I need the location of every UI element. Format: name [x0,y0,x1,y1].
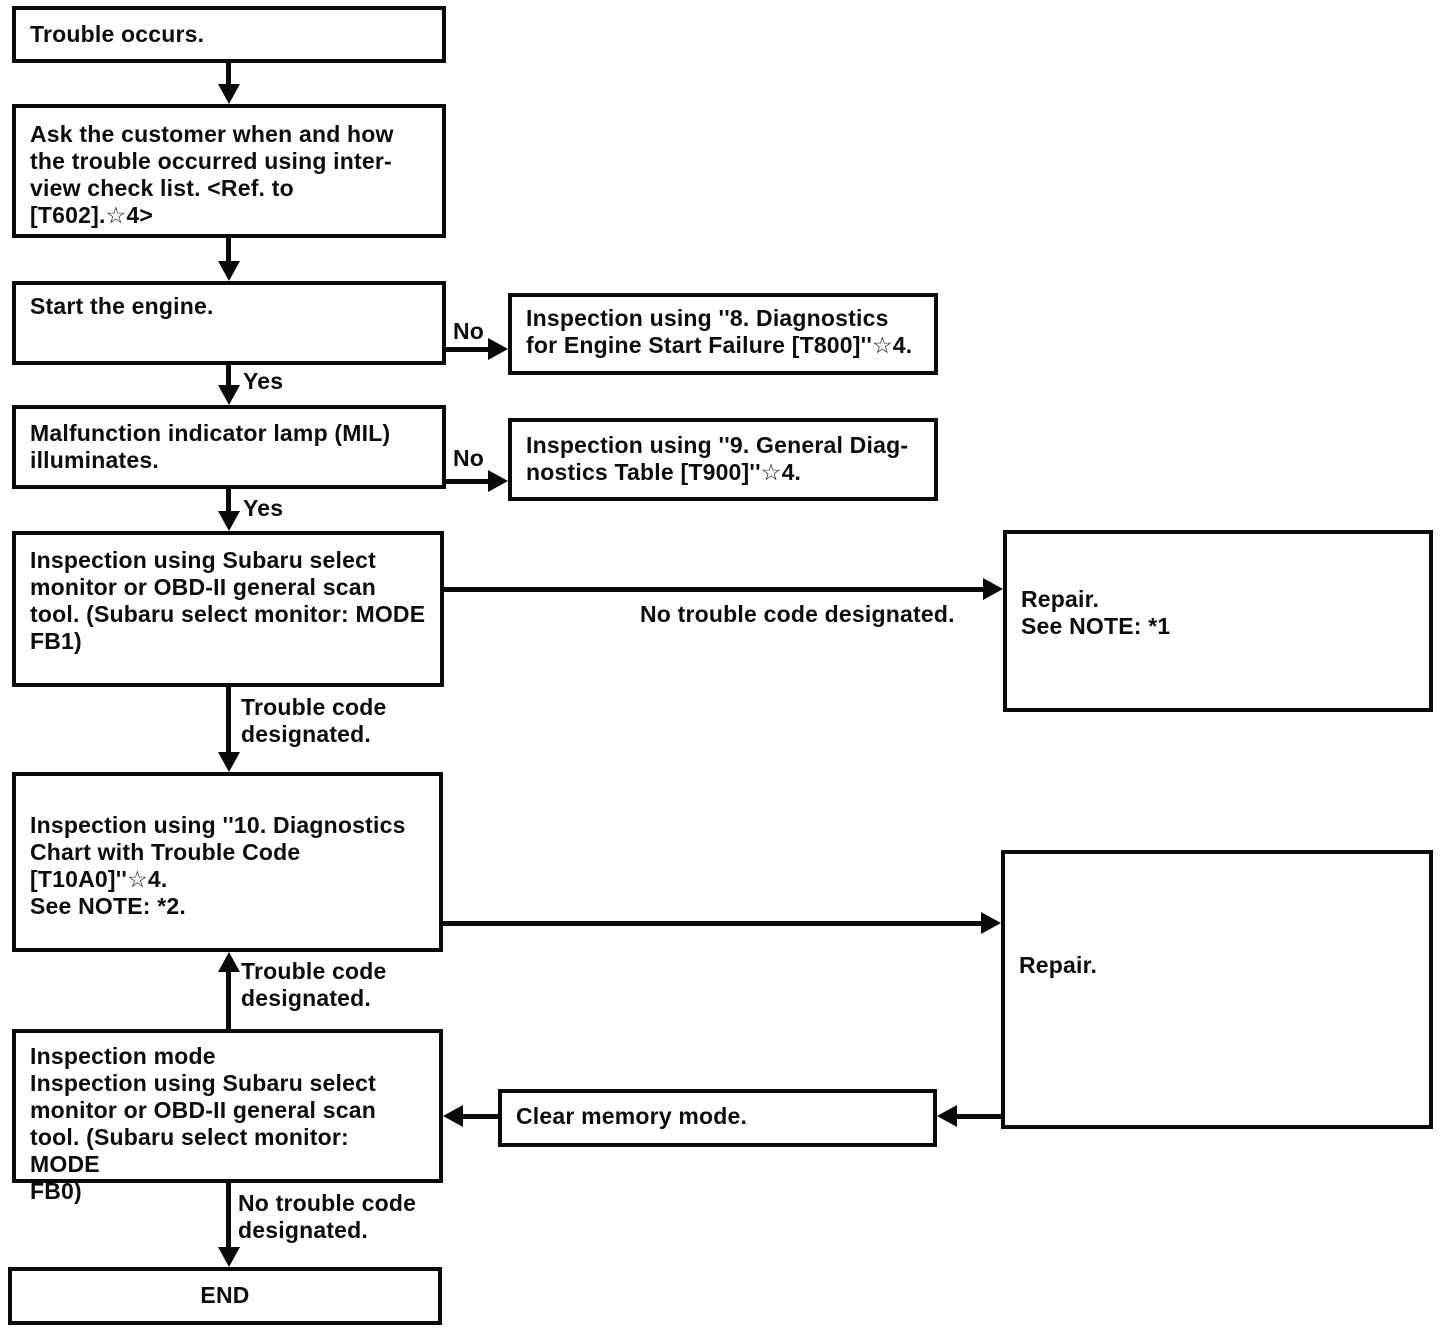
node-diagnostics-t900: Inspection using ''9. General Diag- nost… [508,418,938,501]
arrow-fb0-to-end-line [226,1183,231,1247]
node-ask-customer: Ask the customer when and how the troubl… [12,104,446,238]
node-mil-illuminates: Malfunction indicator lamp (MIL) illumin… [12,405,446,489]
edge-label-trouble-code-designated-down: Trouble code designated. [241,694,387,747]
node-inspection-mode-fb0: Inspection mode Inspection using Subaru … [12,1029,443,1204]
node-start-engine: Start the engine. [12,281,446,365]
arrow-fb1-to-repair1-head [983,578,1003,600]
edge-label-trouble-code-designated-up: Trouble code designated. [241,958,387,1011]
arrow-clear-to-fb0-head [443,1105,463,1127]
arrow-chart-to-repair-head [981,912,1001,934]
arrow-start-to-mil-line [226,365,231,385]
arrow-fb1-to-repair1-line [444,587,983,592]
node-end: END [8,1267,442,1325]
edge-label-yes-mil: Yes [243,495,284,521]
arrow-repair-to-clear-head [937,1105,957,1127]
node-inspection-select-monitor-fb1: Inspection using Subaru select monitor o… [12,531,444,687]
arrow-start-no-head [488,338,508,360]
arrow-repair-to-clear-line [957,1114,1001,1119]
arrow-trouble-to-ask-head [218,84,240,104]
node-repair: Repair. [1001,850,1433,1129]
node-clear-memory-mode: Clear memory mode. [498,1089,937,1147]
arrow-start-to-mil-head [218,385,240,405]
edge-label-no-trouble-code-designated-end: No trouble code designated. [238,1190,417,1243]
arrow-mil-to-fb1-head [218,511,240,531]
node-diagnostics-chart-trouble-code: Inspection using ''10. Diagnostics Chart… [12,772,443,952]
node-repair-note1: Repair. See NOTE: *1 [1003,530,1433,712]
arrow-fb0-to-end-head [218,1247,240,1267]
edge-label-yes-engine-start: Yes [243,368,284,394]
arrow-fb0-to-chart-line [226,972,231,1029]
arrow-clear-to-fb0-line [463,1114,498,1119]
arrow-start-no-line [446,347,488,352]
node-trouble-occurs: Trouble occurs. [12,6,446,63]
arrow-mil-no-head [488,470,508,492]
arrow-ask-to-start-line [226,238,231,261]
edge-label-no-mil: No [453,445,485,471]
arrow-mil-to-fb1-line [226,489,231,511]
arrow-trouble-to-ask-line [226,63,231,86]
arrow-fb0-to-chart-head [218,952,240,972]
arrow-ask-to-start-head [218,261,240,281]
edge-label-no-engine-start: No [453,318,485,344]
node-diagnostics-t800: Inspection using ''8. Diagnostics for En… [508,293,938,375]
arrow-mil-no-line [446,479,488,484]
arrow-chart-to-repair-line [443,921,981,926]
arrow-fb1-to-chart-line [226,687,231,752]
edge-label-no-trouble-code-designated: No trouble code designated. [640,601,955,627]
arrow-fb1-to-chart-head [218,752,240,772]
